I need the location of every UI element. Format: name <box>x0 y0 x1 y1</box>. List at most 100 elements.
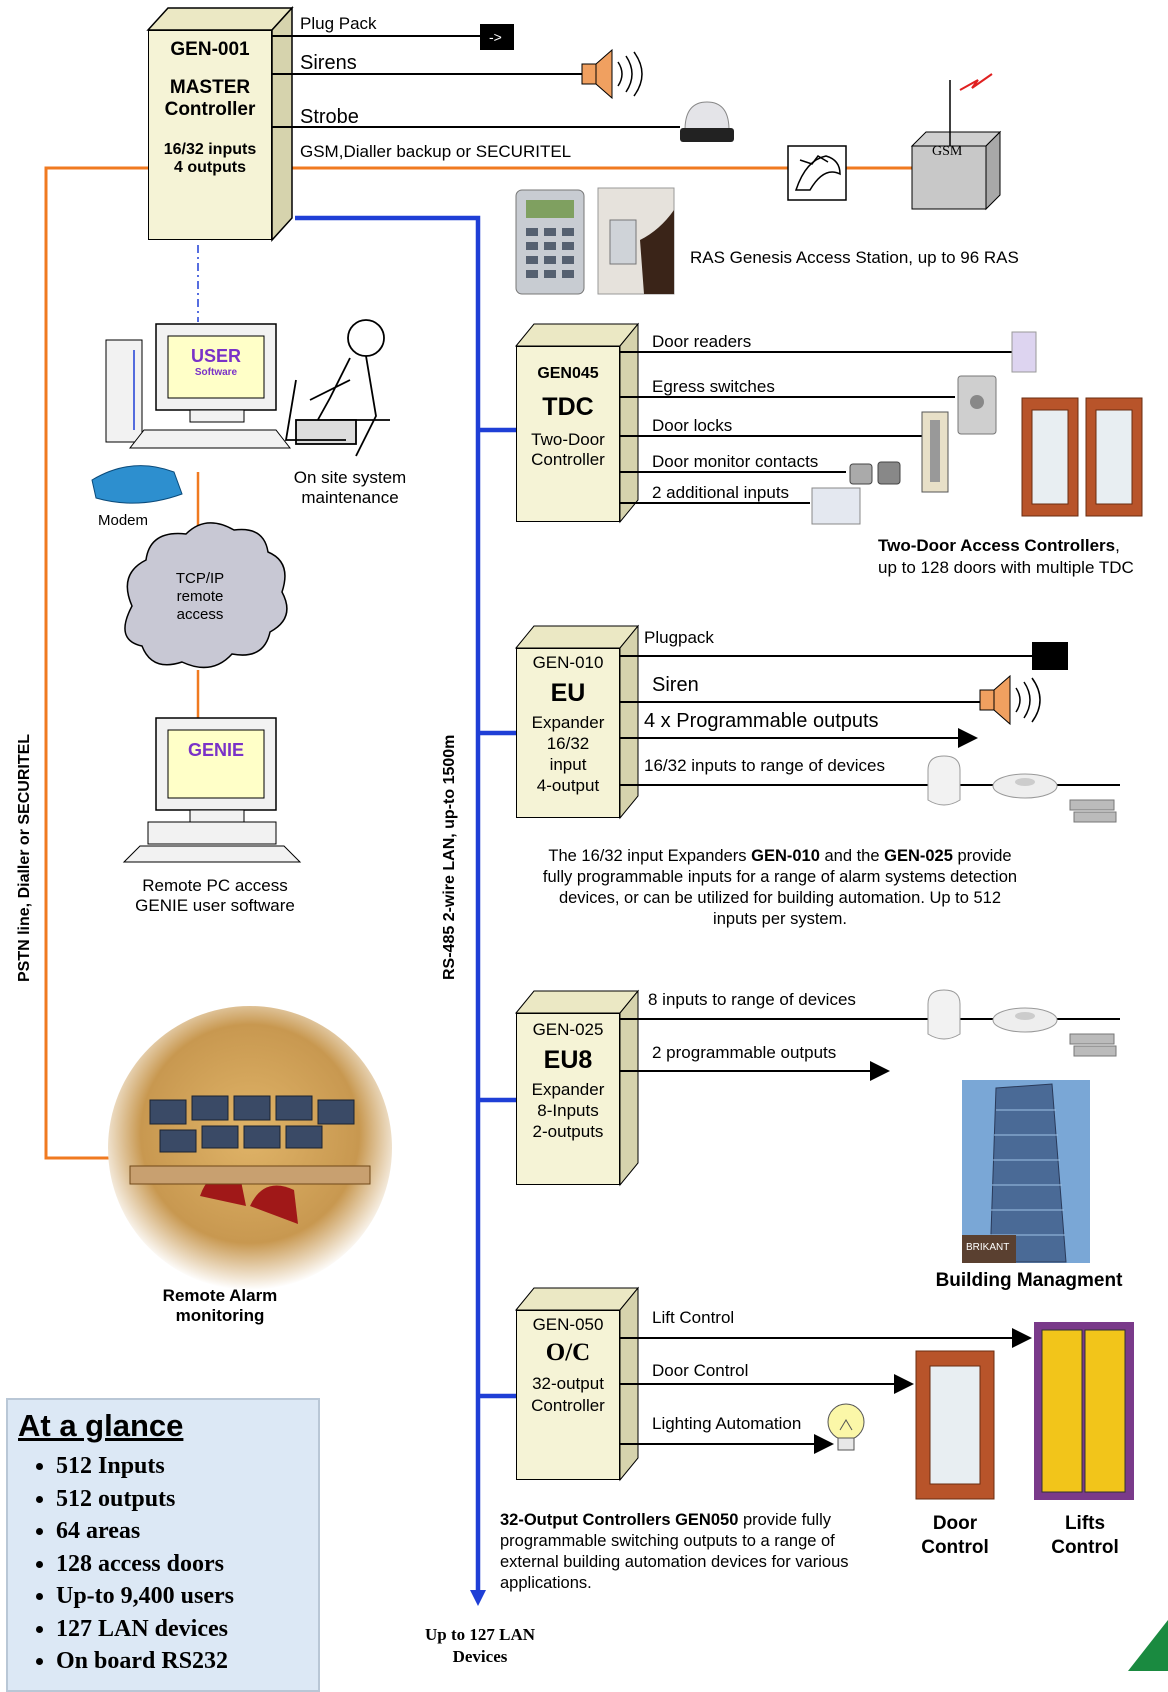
lan-bus <box>295 215 481 1592</box>
gsm-label: GSM <box>932 144 963 159</box>
eu-desc-3: input <box>549 755 587 774</box>
tdc-caption-2: up to 128 doors with multiple TDC <box>878 558 1134 577</box>
eu8-desc-1: Expander <box>531 1080 605 1099</box>
oc-line-lift: Lift Control <box>652 1308 735 1327</box>
ras-caption: RAS Genesis Access Station, up to 96 RAS <box>690 248 1019 267</box>
plug-pack-icon <box>480 24 514 50</box>
eu-desc-1: Expander <box>531 713 605 732</box>
user-pc-icon <box>91 323 292 504</box>
eu-line-outputs: 4 x Programmable outputs <box>644 710 879 732</box>
corner-logo-shape <box>1128 1620 1168 1671</box>
eu-code: GEN-010 <box>532 653 604 672</box>
maintenance-person-icon <box>284 319 390 457</box>
master-io-1: 16/32 inputs <box>163 141 257 158</box>
door-icon <box>915 1350 995 1500</box>
oc-desc-1: 32-output <box>532 1374 604 1393</box>
dialler-icon <box>787 145 847 201</box>
label-plug-pack: Plug Pack <box>300 14 377 33</box>
eu8-name: EU8 <box>543 1046 593 1074</box>
modem-label: Modem <box>98 512 149 529</box>
eu-line-inputs: 16/32 inputs to range of devices <box>644 756 885 775</box>
lan-bus-arrow <box>470 1590 486 1606</box>
master-code: GEN-001 <box>170 39 250 60</box>
oc-desc-2: Controller <box>531 1396 605 1415</box>
glance-item: 128 access doors <box>56 1548 318 1581</box>
tdc-line-door-locks: Door locks <box>652 416 733 435</box>
master-title-1: MASTER <box>169 77 251 98</box>
pstn-label: PSTN line, Dialler or SECURITEL <box>16 733 33 982</box>
tdc-line-door-readers: Door readers <box>652 332 752 351</box>
strobe-icon <box>680 101 734 142</box>
eu8-desc-2: 8-Inputs <box>537 1101 599 1120</box>
genie-screen-label: GENIE <box>187 740 244 760</box>
eu8-line-inputs: 8 inputs to range of devices <box>648 990 856 1009</box>
detector-icons-eu8 <box>927 989 1117 1057</box>
master-controller-box[interactable]: GEN-001 MASTER Controller 16/32 inputs 4… <box>148 30 272 240</box>
label-gsm-line: GSM,Dialler backup or SECURITEL <box>300 142 572 161</box>
lan-label: RS-485 2-wire LAN, up-to 1500m <box>441 734 458 980</box>
input-device-icon <box>811 487 861 525</box>
glance-title: At a glance <box>18 1408 184 1443</box>
tdc-name: TDC <box>542 393 594 421</box>
eu-line-plugpack: Plugpack <box>644 628 714 647</box>
plugpack-icon <box>1032 642 1068 670</box>
cloud-icon <box>124 522 288 669</box>
gsm-box <box>911 145 987 210</box>
svg-text:->: -> <box>489 29 502 45</box>
tdc-desc-2: Controller <box>531 450 605 469</box>
light-bulb-icon <box>827 1403 865 1451</box>
two-doors-icon <box>1021 397 1143 517</box>
glance-item: Up-to 9,400 users <box>56 1580 318 1613</box>
monitoring-room-image <box>108 1006 392 1290</box>
glance-list: 512 Inputs 512 outputs 64 areas 128 acce… <box>8 1450 318 1678</box>
door-reader-icon <box>1011 331 1037 373</box>
eu-desc-2: 16/32 <box>546 734 590 753</box>
label-sirens: Sirens <box>300 52 357 74</box>
tdc-code: GEN045 <box>537 365 599 382</box>
master-io-2: 4 outputs <box>174 159 246 176</box>
detector-icons <box>927 755 1117 823</box>
lift-icon <box>1034 1322 1134 1500</box>
user-screen-label: USER Software <box>190 346 241 378</box>
glance-item: 127 LAN devices <box>56 1613 318 1646</box>
maintenance-caption: On site system maintenance <box>293 468 407 507</box>
eu-name: EU <box>550 679 586 707</box>
eu8-desc-3: 2-outputs <box>532 1122 604 1141</box>
siren-icon-eu <box>979 674 1041 726</box>
oc-code: GEN-050 <box>532 1315 604 1334</box>
glance-item: 512 outputs <box>56 1483 318 1516</box>
oc-name: O/C <box>545 1339 591 1366</box>
genie-pc-icon <box>122 717 302 863</box>
eu-description: The 16/32 input Expanders GEN-010 and th… <box>542 847 1018 928</box>
building-sign: BRIKANT <box>966 1242 1009 1253</box>
oc-line-lighting: Lighting Automation <box>652 1414 802 1433</box>
glance-item: 512 Inputs <box>56 1450 318 1483</box>
antenna-signal-icon <box>959 73 993 91</box>
glance-item: On board RS232 <box>56 1645 318 1678</box>
building-icon <box>962 1080 1090 1263</box>
glance-item: 64 areas <box>56 1515 318 1548</box>
tdc-line-monitor: Door monitor contacts <box>652 452 819 471</box>
tdc-caption: Two-Door Access Controllers, <box>878 536 1120 555</box>
label-strobe: Strobe <box>300 106 359 128</box>
building-caption: Building Managment <box>935 1270 1123 1291</box>
oc-description: 32-Output Controllers GEN050 provide ful… <box>500 1511 849 1592</box>
eu8-line-outputs: 2 programmable outputs <box>652 1043 837 1062</box>
eu-line-siren: Siren <box>652 674 699 696</box>
siren-icon <box>581 48 643 100</box>
at-a-glance-panel: At a glance 512 Inputs 512 outputs 64 ar… <box>6 1398 320 1692</box>
oc-line-door: Door Control <box>652 1361 749 1380</box>
tdc-desc-1: Two-Door <box>531 430 605 449</box>
tdc-controller-box[interactable]: GEN045 TDC Two-Door Controller <box>516 346 620 522</box>
tdc-line-additional: 2 additional inputs <box>652 483 790 502</box>
